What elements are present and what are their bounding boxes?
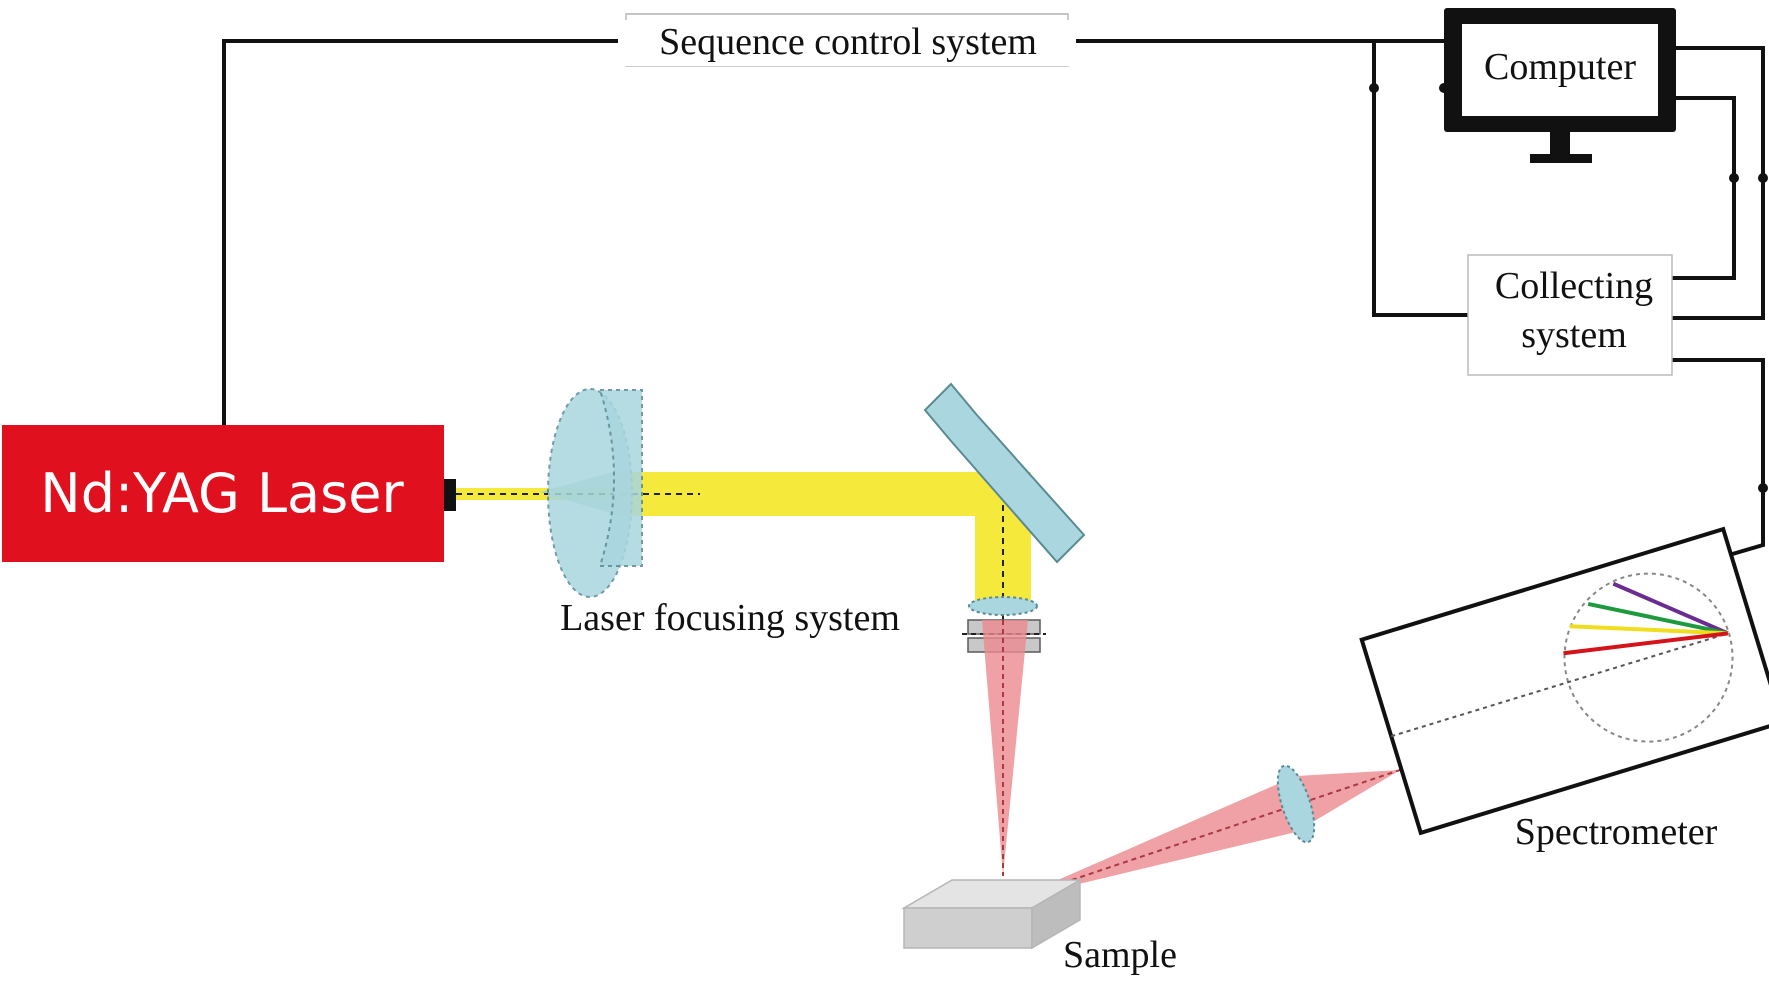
sequence-control-label: Sequence control system xyxy=(659,21,1037,63)
spectrometer-input-axis xyxy=(1390,632,1729,738)
mirror-plate xyxy=(923,382,1086,564)
expanded-beam-horizontal xyxy=(615,472,971,516)
sample xyxy=(901,878,1083,950)
laser-to-sequence-wire xyxy=(222,39,626,425)
wire-junction-dot xyxy=(1758,483,1768,493)
emission-cone-in xyxy=(1012,776,1296,900)
sequence-control-system: Sequence control system xyxy=(618,13,1076,67)
wire-junction-dot xyxy=(1369,83,1379,93)
computer-monitor: Computer xyxy=(1444,8,1676,163)
collecting-label-line1: Collecting xyxy=(1495,265,1653,307)
computer-label: Computer xyxy=(1484,46,1636,88)
emission-cone-out xyxy=(1296,770,1400,832)
control-wiring xyxy=(222,39,1768,562)
plasma-emission xyxy=(982,620,1401,901)
collecting-to-spectrometer-wire xyxy=(1672,358,1765,562)
wire-junction-dot xyxy=(1758,173,1768,183)
sample-label: Sample xyxy=(1063,934,1177,976)
spectrum-line-yellow xyxy=(1569,624,1728,636)
spectrometer-label: Spectrometer xyxy=(1515,811,1718,853)
computer-inner-right-wire xyxy=(1672,96,1736,280)
spectrum-line-red xyxy=(1563,631,1729,656)
focused-beam-cone xyxy=(982,620,1028,876)
spectrometer-housing xyxy=(1359,526,1769,836)
monitor-neck xyxy=(1550,132,1570,154)
focus-lens-top xyxy=(968,596,1038,616)
computer-to-collecting-wire xyxy=(1372,41,1468,317)
spectrum-line-green xyxy=(1587,601,1729,636)
collection-lens xyxy=(1276,764,1316,844)
grating-circle xyxy=(1563,572,1734,743)
spectrum-line-violet xyxy=(1612,581,1729,636)
folding-mirror xyxy=(923,382,1086,564)
nd-yag-laser: Nd:YAG Laser xyxy=(2,425,456,562)
laser-body xyxy=(2,425,444,562)
monitor-stand xyxy=(1530,154,1592,163)
sample-front-face xyxy=(903,907,1033,949)
monitor-screen xyxy=(1462,24,1658,116)
collecting-system: Collecting system xyxy=(1467,254,1673,376)
laser-aperture xyxy=(444,479,456,511)
sample-side-face xyxy=(1031,878,1081,950)
collecting-label-line2: system xyxy=(1521,314,1627,356)
laser-label: Nd:YAG Laser xyxy=(40,462,404,525)
expander-lens-concave xyxy=(598,389,643,567)
spectrometer xyxy=(1359,526,1769,836)
collecting-box xyxy=(1467,254,1673,376)
sequence-control-box-mask xyxy=(618,20,1076,66)
wire-junction-dot xyxy=(1729,173,1739,183)
beam-expander-lenses xyxy=(547,388,643,598)
focusing-label: Laser focusing system xyxy=(560,597,900,639)
